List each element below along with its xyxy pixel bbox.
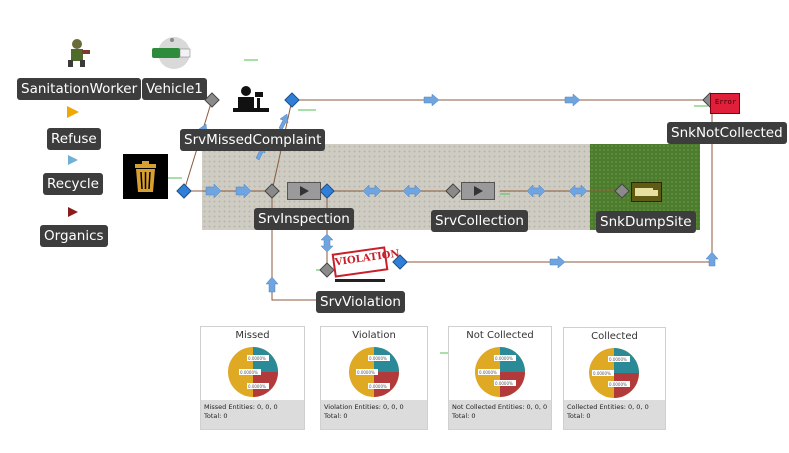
panel-footer: Not Collected Entities: 0, 0, 0 Total: 0 [449, 400, 551, 429]
node-violation-output[interactable] [392, 254, 408, 270]
flow-arrow [278, 113, 289, 131]
panel-not-collected: Not Collected 0.0000% 0.0000% 0.0000% No… [448, 326, 552, 430]
flow-arrow [362, 184, 382, 198]
vehicle-label: Vehicle1 [142, 78, 207, 100]
sanitation-worker-icon[interactable] [62, 36, 92, 68]
panel-footer-values: 0, 0, 0 [256, 403, 278, 411]
flow-arrow [205, 183, 222, 199]
organics-icon[interactable] [67, 206, 79, 218]
pie-label: 0.0000% [495, 356, 513, 361]
inspection-server[interactable] [287, 182, 321, 200]
flow-arrow [320, 233, 334, 253]
node-source-output[interactable] [176, 183, 192, 199]
pie-label: 0.0000% [369, 356, 387, 361]
vehicle-icon[interactable] [150, 36, 196, 70]
panel-title: Violation [352, 330, 396, 341]
flow-arrow [705, 251, 719, 267]
pie-label: 0.0000% [248, 384, 266, 389]
pie-label: 0.0000% [479, 370, 497, 375]
recycle-icon[interactable] [67, 154, 79, 166]
panel-missed: Missed 0.0000% 0.0000% 0.0000% Missed En… [200, 326, 305, 430]
panel-total: Total: 0 [452, 412, 476, 420]
panel-total: Total: 0 [567, 412, 591, 420]
panel-collected: Collected 0.0000% 0.0000% 0.0000% Collec… [563, 327, 666, 430]
pie-label: 0.0000% [495, 381, 513, 386]
dump-site-label[interactable]: SnkDumpSite [596, 211, 696, 233]
flow-arrow [526, 184, 546, 198]
node-collection-input[interactable] [445, 183, 461, 199]
panel-footer-label: Not Collected Entities: [452, 403, 525, 411]
pie-label: 0.0000% [609, 382, 627, 387]
not-collected-sign-text: Error [715, 98, 737, 106]
trash-bin-source[interactable] [123, 154, 168, 199]
flow-arrow [423, 93, 440, 107]
panel-total: Total: 0 [204, 412, 228, 420]
pie-label: 0.0000% [369, 384, 387, 389]
trash-bin-icon [135, 161, 156, 192]
organics-label: Organics [40, 225, 108, 247]
panel-footer: Collected Entities: 0, 0, 0 Total: 0 [564, 400, 665, 429]
not-collected-label[interactable]: SnkNotCollected [667, 122, 787, 144]
violation-label[interactable]: SrvViolation [316, 291, 405, 313]
pie-label: 0.0000% [240, 370, 258, 375]
panel-footer-values: 0, 0, 0 [382, 403, 404, 411]
pie-chart: 0.0000% 0.0000% 0.0000% [228, 347, 278, 397]
flow-arrow [568, 184, 588, 198]
node-dump-input[interactable] [614, 183, 630, 199]
panel-title: Missed [235, 330, 270, 341]
panel-violation: Violation 0.0000% 0.0000% 0.0000% Violat… [320, 326, 428, 430]
panel-title: Collected [591, 331, 638, 342]
node-violation-input[interactable] [319, 262, 335, 278]
pie-chart: 0.0000% 0.0000% 0.0000% [475, 347, 525, 397]
missed-complaint-label[interactable]: SrvMissedComplaint [180, 129, 326, 151]
panel-footer-label: Missed Entities: [204, 403, 255, 411]
pie-label: 0.0000% [248, 356, 266, 361]
flow-arrow [549, 255, 566, 269]
panel-title: Not Collected [466, 330, 534, 341]
not-collected-sign[interactable]: Error [710, 93, 740, 114]
sanitation-worker-label: SanitationWorker [17, 78, 142, 100]
node-inspection-input[interactable] [264, 183, 280, 199]
node-missed-output[interactable] [284, 92, 300, 108]
flow-arrow [564, 93, 581, 107]
panel-footer-label: Collected Entities: [567, 403, 626, 411]
pie-chart: 0.0000% 0.0000% 0.0000% [589, 348, 639, 398]
panel-footer-label: Violation Entities: [324, 403, 381, 411]
pie-label: 0.0000% [609, 357, 627, 362]
violation-stamp-text: VIOLATION [334, 248, 401, 269]
flow-arrow [265, 276, 279, 293]
node-missed-input[interactable] [204, 92, 220, 108]
panel-footer: Missed Entities: 0, 0, 0 Total: 0 [201, 400, 304, 429]
refuse-icon[interactable] [66, 105, 80, 119]
recycle-label: Recycle [43, 173, 103, 195]
node-inspection-output[interactable] [319, 183, 335, 199]
collection-label[interactable]: SrvCollection [431, 210, 528, 232]
violation-queue [335, 279, 385, 282]
panel-footer: Violation Entities: 0, 0, 0 Total: 0 [321, 400, 427, 429]
flow-arrow [235, 183, 252, 199]
panel-footer-values: 0, 0, 0 [628, 403, 649, 411]
pie-label: 0.0000% [593, 371, 611, 376]
dump-truck-icon [635, 188, 658, 196]
dump-site-sign[interactable] [631, 182, 662, 202]
refuse-label: Refuse [47, 128, 101, 150]
pie-label: 0.0000% [357, 370, 375, 375]
complaint-person-icon [233, 86, 269, 112]
flow-arrow [402, 184, 422, 198]
pie-chart: 0.0000% 0.0000% 0.0000% [349, 347, 399, 397]
panel-footer-values: 0, 0, 0 [526, 403, 548, 411]
inspection-label[interactable]: SrvInspection [254, 208, 354, 230]
panel-total: Total: 0 [324, 412, 348, 420]
collection-server[interactable] [461, 182, 495, 200]
